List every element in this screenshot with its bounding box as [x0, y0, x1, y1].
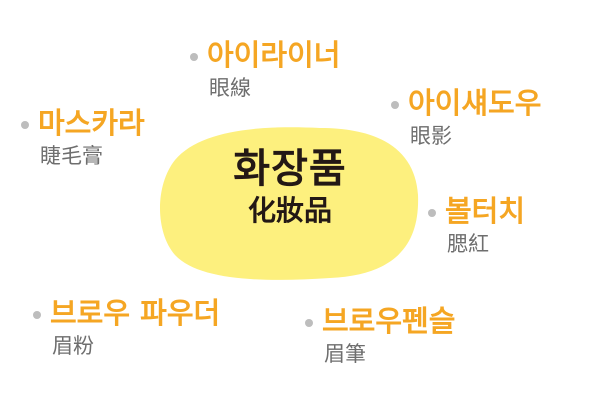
- bullet-icon: [391, 101, 399, 109]
- bullet-icon: [21, 121, 29, 129]
- node-chinese: 腮紅: [447, 232, 489, 256]
- node-korean: 브로우펜슬: [322, 304, 456, 338]
- node-mascara: 마스카라 睫毛膏: [21, 104, 145, 170]
- node-korean: 아이섀도우: [408, 86, 542, 120]
- node-korean: 아이라이너: [207, 38, 341, 72]
- node-chinese: 睫毛膏: [40, 144, 103, 168]
- node-brow-pencil: 브로우펜슬 眉筆: [305, 302, 456, 368]
- node-blush: 볼터치 腮紅: [428, 192, 526, 258]
- node-chinese: 眉筆: [324, 342, 366, 366]
- bullet-icon: [305, 319, 313, 327]
- center-korean: 화장품: [233, 146, 347, 192]
- node-chinese: 眉粉: [52, 334, 94, 358]
- node-eyeshadow: 아이섀도우 眼影: [391, 84, 542, 150]
- node-korean: 브로우 파우더: [50, 296, 221, 330]
- bullet-icon: [428, 209, 436, 217]
- node-korean: 볼터치: [445, 194, 526, 228]
- node-chinese: 眼影: [410, 124, 452, 148]
- center-chinese: 化妝品: [247, 194, 332, 227]
- node-chinese: 眼線: [209, 76, 251, 100]
- node-brow-powder: 브로우 파우더 眉粉: [33, 294, 221, 360]
- bullet-icon: [33, 311, 41, 319]
- node-eyeliner: 아이라이너 眼線: [190, 36, 341, 102]
- center-topic: 화장품 化妝品: [165, 145, 415, 229]
- node-korean: 마스카라: [38, 106, 145, 140]
- bullet-icon: [190, 53, 198, 61]
